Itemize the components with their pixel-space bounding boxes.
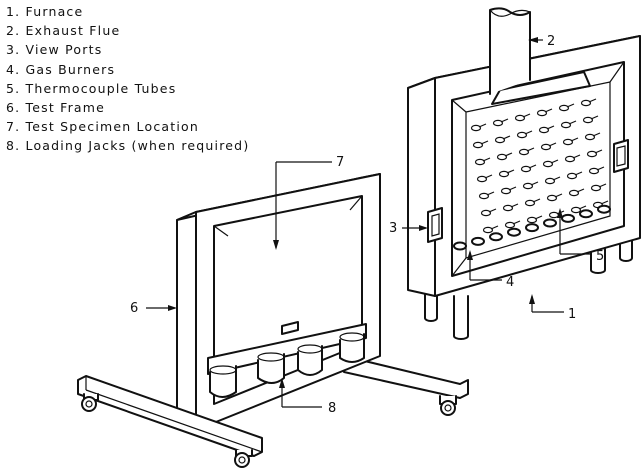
view-port-right bbox=[613, 139, 629, 173]
thermocouple-tube bbox=[524, 198, 541, 207]
furnace-opening bbox=[451, 61, 625, 277]
thermocouple-tube bbox=[586, 149, 603, 158]
callout-3: 3 bbox=[389, 221, 428, 236]
legend-item-exhaust-flue: 2. Exhaust Flue bbox=[6, 23, 121, 39]
thermocouple-tube bbox=[472, 140, 489, 149]
furnace-side-face bbox=[407, 77, 436, 297]
thermocouple-tube bbox=[570, 205, 587, 214]
callout-5: 5 bbox=[557, 208, 604, 264]
thermocouple-tube bbox=[504, 220, 521, 229]
legend-item-specimen-location: 7. Test Specimen Location bbox=[6, 119, 200, 135]
flue-outlet bbox=[491, 71, 591, 105]
thermocouple-tube bbox=[478, 191, 495, 200]
legend-item-furnace: 1. Furnace bbox=[6, 4, 84, 19]
thermocouple-tube bbox=[498, 169, 515, 178]
thermocouple-tube bbox=[482, 225, 499, 234]
gas-burner bbox=[507, 227, 521, 237]
thermocouple-tube bbox=[540, 142, 557, 151]
thermocouple-tube bbox=[522, 181, 539, 190]
callout-7: 7 bbox=[273, 155, 344, 250]
thermocouple-tube bbox=[588, 166, 605, 175]
thermocouple-tube bbox=[470, 123, 487, 132]
thermocouple-tube bbox=[480, 208, 497, 217]
legend-item-thermocouple-tubes: 5. Thermocouple Tubes bbox=[6, 80, 177, 96]
callout-8: 8 bbox=[279, 378, 336, 416]
thermocouple-tube bbox=[538, 125, 555, 134]
thermocouple-tube bbox=[520, 164, 537, 173]
thermocouple-tube bbox=[514, 113, 531, 122]
gas-burner bbox=[453, 241, 467, 251]
thermocouple-tube bbox=[560, 120, 577, 129]
thermocouple-tubes bbox=[470, 98, 609, 234]
loading-jacks bbox=[209, 332, 365, 398]
thermocouple-tube bbox=[500, 186, 517, 195]
loading-beam bbox=[207, 323, 367, 375]
jack-mount bbox=[281, 321, 299, 335]
gas-burner bbox=[525, 223, 539, 233]
callout-label-6: 6 bbox=[130, 301, 138, 316]
gas-burner bbox=[543, 218, 557, 228]
legend-item-test-frame: 6. Test Frame bbox=[6, 100, 106, 116]
callout-label-5: 5 bbox=[596, 249, 604, 264]
legend: 1. Furnace 2. Exhaust Flue 3. View Ports… bbox=[6, 2, 249, 156]
thermocouple-tube bbox=[492, 118, 509, 127]
legend-item-view-ports: 3. View Ports bbox=[6, 42, 103, 58]
gas-burner bbox=[579, 209, 593, 219]
thermocouple-tube bbox=[544, 176, 561, 185]
callout-label-7: 7 bbox=[336, 155, 344, 170]
gas-burner bbox=[597, 204, 611, 214]
test-frame bbox=[77, 173, 469, 468]
thermocouple-tube bbox=[494, 135, 511, 144]
thermocouple-tube bbox=[542, 159, 559, 168]
view-port-left bbox=[427, 207, 443, 243]
thermocouple-tube bbox=[474, 157, 491, 166]
callout-6: 6 bbox=[130, 301, 177, 316]
legend-item-gas-burners: 4. Gas Burners bbox=[6, 61, 116, 77]
callout-2: 2 bbox=[528, 34, 555, 49]
thermocouple-tube bbox=[566, 171, 583, 180]
thermocouple-tube bbox=[568, 188, 585, 197]
thermocouple-tube bbox=[590, 183, 607, 192]
thermocouple-tube bbox=[562, 137, 579, 146]
callout-4: 4 bbox=[467, 250, 514, 290]
callout-label-3: 3 bbox=[389, 221, 397, 236]
frame-caster-right bbox=[234, 449, 253, 468]
frame-caster-left bbox=[81, 393, 99, 412]
thermocouple-tube bbox=[518, 147, 535, 156]
thermocouple-tube bbox=[582, 115, 599, 124]
thermocouple-tube bbox=[558, 103, 575, 112]
exhaust-flue bbox=[489, 7, 531, 95]
callout-label-2: 2 bbox=[547, 34, 555, 49]
callout-label-4: 4 bbox=[506, 275, 514, 290]
frame-side-face bbox=[176, 211, 197, 431]
callout-label-1: 1 bbox=[568, 307, 576, 322]
callout-label-8: 8 bbox=[328, 401, 336, 416]
thermocouple-tube bbox=[476, 174, 493, 183]
callout-1: 1 bbox=[529, 294, 576, 322]
thermocouple-tube bbox=[536, 108, 553, 117]
thermocouple-tube bbox=[580, 98, 597, 107]
thermocouple-tube bbox=[526, 215, 543, 224]
legend-item-loading-jacks: 8. Loading Jacks (when required) bbox=[6, 138, 250, 154]
thermocouple-tube bbox=[502, 203, 519, 212]
thermocouple-tube bbox=[564, 154, 581, 163]
gas-burners bbox=[453, 204, 611, 251]
thermocouple-tube bbox=[516, 130, 533, 139]
frame-base-rear bbox=[343, 355, 469, 399]
thermocouple-tube bbox=[584, 132, 601, 141]
gas-burner bbox=[561, 213, 575, 223]
thermocouple-tube bbox=[496, 152, 513, 161]
frame-caster-rear bbox=[439, 395, 457, 416]
furnace bbox=[407, 7, 641, 340]
gas-burner bbox=[471, 236, 485, 246]
gas-burner bbox=[489, 232, 503, 242]
thermocouple-tube bbox=[546, 193, 563, 202]
